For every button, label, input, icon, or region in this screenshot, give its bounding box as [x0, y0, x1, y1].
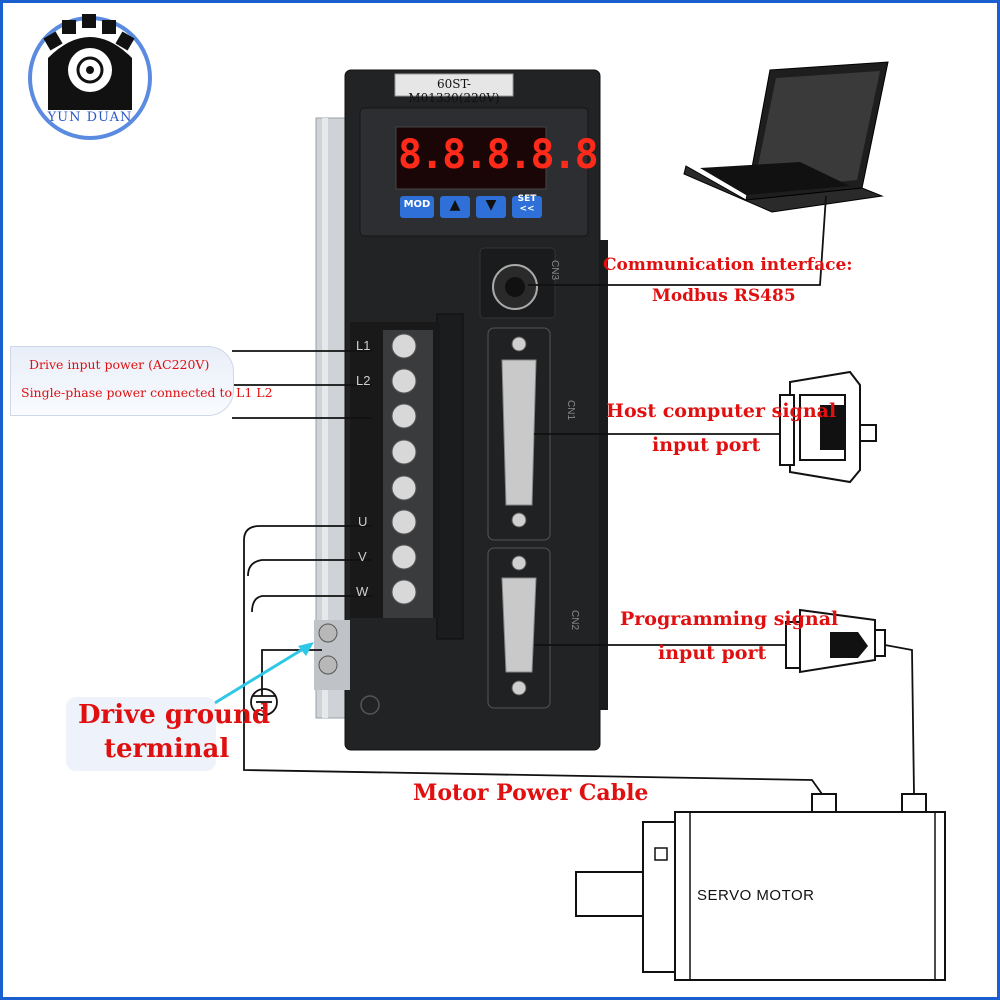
drive-model-label: 60ST-M01330(220V): [408, 77, 500, 105]
ground-label-line1: Drive ground: [78, 700, 271, 730]
set-button[interactable]: [512, 196, 542, 218]
mod-button[interactable]: [400, 196, 434, 218]
terminal-l2-label: L2: [356, 373, 371, 388]
drive-input-callout: Drive input power (AC220V) Single-phase …: [10, 346, 273, 416]
brand-name: YUN DUAN: [47, 110, 133, 125]
cn2-port[interactable]: [501, 577, 537, 673]
motor-cable-label: Motor Power Cable: [413, 780, 649, 806]
programming-label-line1: Programming signal: [620, 608, 839, 630]
host-label-line1: Host computer signal: [606, 400, 837, 422]
host-label-line2: input port: [652, 434, 761, 456]
down-arrow-icon: ▼: [485, 197, 497, 213]
laptop-icon: [683, 61, 889, 213]
servo-motor-label: SERVO MOTOR: [697, 887, 815, 904]
down-button[interactable]: [476, 196, 506, 218]
programming-label-line2: input port: [658, 642, 767, 664]
ground-arrow: [199, 644, 309, 714]
up-button[interactable]: [440, 196, 470, 218]
cn1-label: CN1: [565, 400, 576, 421]
mod-button-label: MOD: [403, 199, 431, 210]
led-digits: 8.8.8.8.8: [398, 132, 599, 178]
communication-label-line1: Communication interface:: [603, 255, 853, 275]
led-display: [395, 126, 547, 190]
up-arrow-icon: ▲: [449, 197, 461, 213]
drive-input-line1: Drive input power (AC220V): [29, 357, 210, 372]
set-button-label: SET: [517, 194, 537, 204]
cn2-label: CN2: [569, 610, 580, 631]
host-connector-icon: [779, 370, 877, 484]
terminal-screws: [383, 330, 433, 618]
programming-connector-icon: [785, 608, 886, 674]
communication-label-line2: Modbus RS485: [652, 286, 796, 306]
cn3-label: CN3: [549, 260, 560, 281]
ground-label-line2: terminal: [104, 734, 230, 764]
set-button-sub: <<: [519, 204, 535, 214]
gear-icon: [28, 14, 152, 140]
cn1-port[interactable]: [501, 359, 537, 506]
terminal-v-label: V: [358, 549, 367, 564]
terminal-w-label: W: [356, 584, 369, 599]
terminal-u-label: U: [358, 514, 368, 529]
ground-callout: [66, 697, 216, 771]
terminal-l1-label: L1: [356, 338, 371, 353]
drive-input-line2: Single-phase power connected to L1 L2: [21, 385, 273, 400]
servo-motor: [575, 793, 946, 981]
